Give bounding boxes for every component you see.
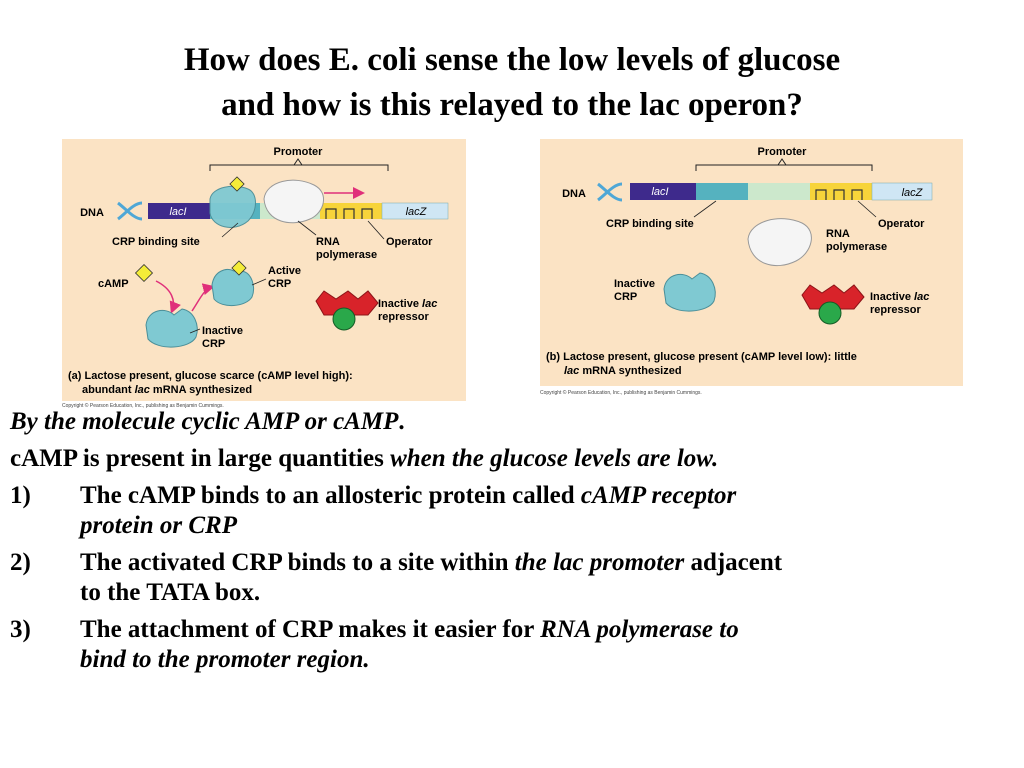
svg-text:lacZ: lacZ: [406, 206, 428, 218]
body-line-2: cAMP is present in large quantities when…: [10, 445, 719, 472]
promoter-bracket: [695, 164, 873, 171]
lacI-gene: [148, 203, 210, 219]
svg-text:repressor: repressor: [870, 304, 921, 316]
figure-b-background: [540, 139, 963, 386]
activation-arrow: [191, 283, 215, 312]
active-crp-protein: [211, 269, 255, 306]
inactive-crp-protein: [145, 308, 198, 348]
svg-text:RNA: RNA: [316, 236, 340, 248]
svg-text:Active: Active: [268, 265, 301, 277]
dna-helix-icon: [117, 201, 143, 221]
dna-label: DNA: [80, 207, 104, 219]
camp-icon: [134, 263, 154, 283]
list-item-2: 2) The activated CRP binds to a site wit…: [10, 549, 783, 606]
lacZ-gene: [871, 182, 933, 201]
svg-text:lacZ: lacZ: [902, 187, 924, 199]
inactive-crp-protein: [663, 272, 716, 312]
svg-text:Inactive: Inactive: [614, 278, 655, 290]
svg-text:Inactive lac: Inactive lac: [870, 291, 929, 303]
figure-a-caption-2: abundant lac mRNA synthesized: [82, 384, 252, 396]
rna-polymerase: [263, 179, 324, 224]
crp-binding-site-label: CRP binding site: [112, 236, 200, 248]
camp-binding-arrow: [155, 280, 181, 314]
rna-polymerase: [747, 218, 812, 267]
operator-region: [810, 183, 872, 200]
svg-text:CRP: CRP: [268, 278, 291, 290]
figure-a-background: [62, 139, 466, 401]
promoter-label: Promoter: [758, 146, 808, 158]
figure-a-caption-1: (a) Lactose present, glucose scarce (cAM…: [68, 370, 353, 382]
operator-region: [320, 203, 382, 219]
camp-label: cAMP: [98, 278, 129, 290]
list-item-1: 1) The cAMP binds to an allosteric prote…: [10, 482, 737, 539]
svg-text:CRP: CRP: [202, 338, 225, 350]
figure-a-copyright: Copyright © Pearson Education, Inc., pub…: [62, 403, 224, 409]
inducer-molecule: [818, 301, 842, 325]
lacZ-gene: [381, 202, 449, 220]
figure-b-copyright: Copyright © Pearson Education, Inc., pub…: [540, 390, 702, 396]
title-line-2: and how is this relayed to the lac opero…: [221, 87, 803, 123]
title-line-1: How does E. coli sense the low levels of…: [183, 42, 841, 78]
svg-text:lacI: lacI: [651, 186, 668, 198]
svg-text:RNA: RNA: [826, 228, 850, 240]
promoter-region: [748, 183, 810, 200]
svg-text:polymerase: polymerase: [826, 241, 887, 253]
crp-binding-site: [696, 183, 748, 200]
camp-on-crp-icon: [231, 260, 247, 276]
inducer-molecule: [332, 307, 356, 331]
camp-bound-icon: [229, 176, 245, 192]
svg-text:Inactive lac: Inactive lac: [378, 298, 437, 310]
figure-b: Promoter DNA lacI lacZ CRP binding site …: [540, 139, 963, 386]
dna-helix-icon: [597, 182, 623, 202]
promoter-label: Promoter: [274, 146, 324, 158]
list-item-3: 3) The attachment of CRP makes it easier…: [10, 616, 739, 673]
figure-b-caption-2: lac mRNA synthesized: [564, 365, 682, 377]
bound-crp-protein: [209, 185, 256, 228]
dna-label: DNA: [562, 188, 586, 200]
slide-body: By the molecule cyclic AMP or cAMP. cAMP…: [10, 407, 1020, 682]
figure-a: Promoter DNA lacI lacZ CRP binding site …: [62, 139, 466, 401]
operator-label: Operator: [878, 218, 925, 230]
body-line-1: By the molecule cyclic AMP or cAMP.: [10, 408, 405, 435]
slide-title: How does E. coli sense the low levels of…: [0, 38, 1024, 128]
figure-b-caption-1: (b) Lactose present, glucose present (cA…: [546, 351, 857, 363]
svg-text:CRP: CRP: [614, 291, 637, 303]
svg-text:lacI: lacI: [169, 206, 186, 218]
promoter-bracket: [209, 164, 389, 171]
operator-label: Operator: [386, 236, 433, 248]
crp-binding-site-label: CRP binding site: [606, 218, 694, 230]
svg-text:Inactive: Inactive: [202, 325, 243, 337]
svg-text:repressor: repressor: [378, 311, 429, 323]
svg-text:polymerase: polymerase: [316, 249, 377, 261]
lacI-gene: [630, 183, 696, 200]
